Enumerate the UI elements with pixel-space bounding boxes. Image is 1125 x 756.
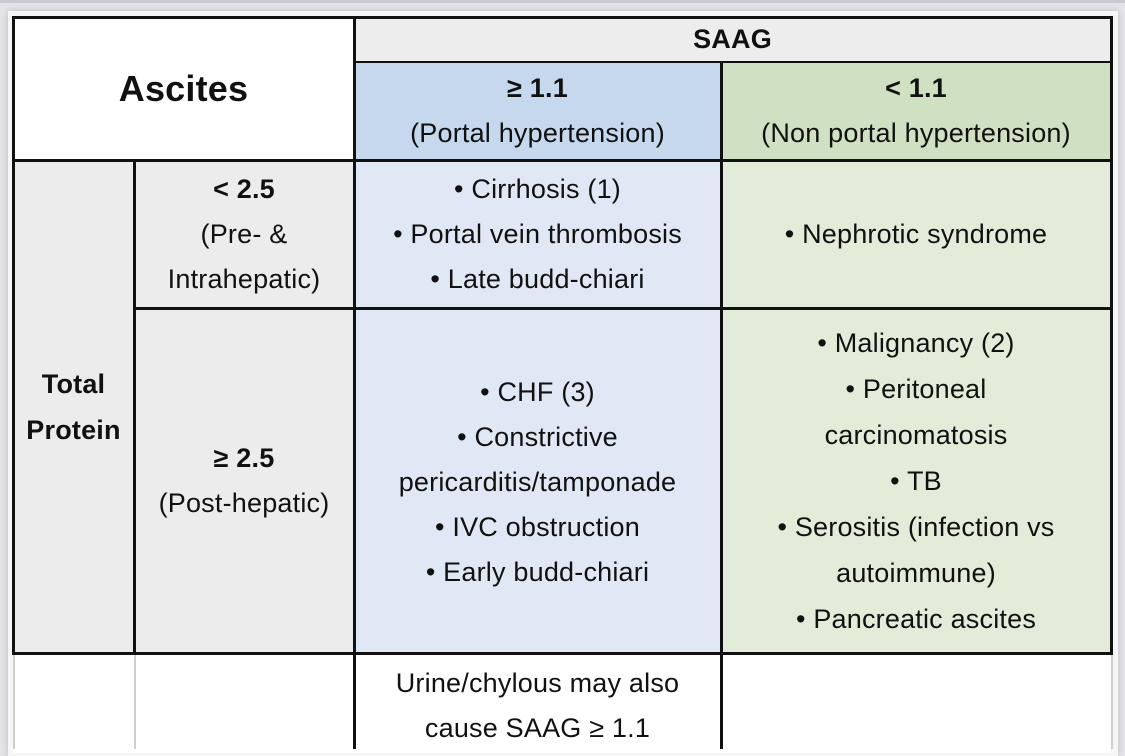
- cell-high-protein-non-portal-htn: • Malignancy (2) • Peritoneal carcinomat…: [721, 308, 1111, 653]
- grid-line: [12, 159, 1113, 162]
- cause-item: • CHF (3): [480, 377, 595, 407]
- cause-item: • Malignancy (2): [817, 327, 1015, 358]
- cause-item: • IVC obstruction: [435, 512, 640, 542]
- corner-label-cell: Ascites: [13, 17, 354, 160]
- grid-line: [353, 16, 356, 749]
- row-description-line1: (Post-hepatic): [158, 487, 330, 518]
- grid-line: [354, 61, 1112, 63]
- cause-item: • Early budd-chiari: [425, 557, 650, 587]
- cause-item: • Pancreatic ascites: [795, 603, 1037, 634]
- footnote-blank-right: [721, 653, 1111, 753]
- grid-line: [12, 16, 1113, 19]
- grid-line: [720, 61, 723, 749]
- cell-low-protein-non-portal-htn: • Nephrotic syndrome: [721, 160, 1111, 308]
- cause-item: • Constrictive: [457, 422, 618, 452]
- grid-line: [1110, 16, 1113, 655]
- row-label-high-protein: ≥ 2.5 (Post-hepatic): [134, 308, 354, 653]
- footnote-cell: Urine/chylous may also cause SAAG ≥ 1.1: [354, 653, 721, 753]
- faint-grid-line: [13, 655, 15, 749]
- footnote-line2: cause SAAG ≥ 1.1: [424, 713, 651, 743]
- cell-low-protein-portal-htn: • Cirrhosis (1) • Portal vein thrombosis…: [354, 160, 721, 308]
- footnote-blank-left: [13, 653, 354, 753]
- cause-item: • Nephrotic syndrome: [784, 218, 1048, 249]
- row-group-label-line2: Protein: [26, 414, 121, 445]
- faint-grid-line: [134, 655, 136, 749]
- row-value-low-protein: < 2.5: [213, 173, 275, 204]
- column-value-non-portal-htn: < 1.1: [885, 73, 947, 103]
- cause-item: • TB: [890, 465, 942, 496]
- column-header-portal-htn: ≥ 1.1 (Portal hypertension): [354, 62, 721, 160]
- row-description-line2: Intrahepatic): [167, 263, 321, 294]
- footnote-line1: Urine/chylous may also: [395, 668, 680, 698]
- saag-header: SAAG: [693, 24, 772, 54]
- grid-line: [134, 307, 1112, 310]
- cause-item: pericarditis/tamponade: [398, 467, 677, 497]
- grid-line: [12, 16, 15, 655]
- cause-item: carcinomatosis: [824, 419, 1008, 450]
- row-value-high-protein: ≥ 2.5: [213, 442, 275, 473]
- faint-grid-line: [1111, 655, 1113, 749]
- column-header-non-portal-htn: < 1.1 (Non portal hypertension): [721, 62, 1111, 160]
- top-strip: [0, 0, 1125, 3]
- cause-item: • Late budd-chiari: [430, 263, 645, 294]
- cell-high-protein-portal-htn: • CHF (3) • Constrictive pericarditis/ta…: [354, 308, 721, 653]
- cause-item: autoimmune): [836, 557, 996, 588]
- grid-line: [12, 652, 1113, 655]
- cause-item: • Serositis (infection vs: [777, 511, 1055, 542]
- grid-line: [133, 160, 136, 655]
- saag-header-cell: SAAG: [354, 17, 1111, 62]
- column-description-non-portal-htn: (Non portal hypertension): [761, 118, 1071, 148]
- corner-label: Ascites: [118, 68, 249, 109]
- column-description-portal-htn: (Portal hypertension): [410, 118, 665, 148]
- cause-item: • Portal vein thrombosis: [393, 218, 682, 249]
- row-group-label-line1: Total: [41, 368, 106, 399]
- row-label-low-protein: < 2.5 (Pre- & Intrahepatic): [134, 160, 354, 308]
- cause-item: • Peritoneal: [845, 373, 987, 404]
- row-group-label-cell: Total Protein: [13, 160, 134, 653]
- row-description-line1: (Pre- &: [200, 218, 288, 249]
- cause-item: • Cirrhosis (1): [454, 173, 621, 204]
- column-value-portal-htn: ≥ 1.1: [507, 73, 568, 103]
